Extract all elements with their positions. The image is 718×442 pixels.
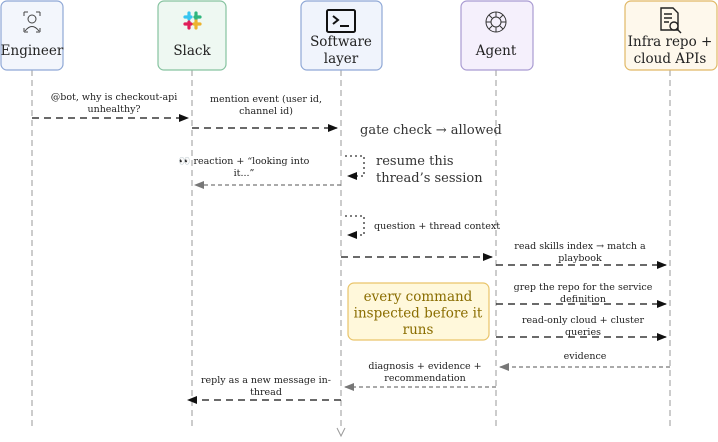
- message-question-context-label: question + thread context: [374, 221, 500, 232]
- message-reply: reply as a new message in-thread: [187, 375, 341, 404]
- note-gate-check: gate check → allowed: [360, 123, 502, 138]
- message-mention-event: mention event (user id,channel id): [192, 94, 338, 132]
- message-evidence-label: evidence: [564, 351, 607, 362]
- participant-agent[interactable]: Agent: [460, 0, 534, 71]
- participant-slack-label: Slack: [173, 43, 211, 59]
- participant-engineer-label: Engineer: [1, 43, 64, 59]
- participant-infra-label: Infra repo +cloud APIs: [628, 34, 713, 67]
- self-loop-question-context: question + thread context: [345, 215, 500, 239]
- engineer-icon: [23, 11, 41, 33]
- self-loop-question-context-path: [345, 215, 365, 239]
- message-evidence: evidence: [499, 351, 670, 371]
- participant-infra-box: [624, 0, 718, 71]
- message-diagnosis-label: diagnosis + evidence +recommendation: [368, 361, 481, 384]
- participant-engineer-box: [0, 0, 64, 71]
- lifelines: [31, 70, 671, 430]
- participant-agent-box: [460, 0, 534, 71]
- participant-slack-box: [157, 0, 227, 71]
- brain-icon: [485, 11, 507, 33]
- self-loop-resume-path: [345, 155, 365, 180]
- message-diagnosis: diagnosis + evidence +recommendation: [344, 361, 496, 391]
- participant-agent-label: Agent: [475, 43, 517, 59]
- participant-slack[interactable]: Slack: [157, 0, 227, 71]
- message-reply-label: reply as a new message in-thread: [201, 375, 331, 398]
- participant-software-box: [300, 0, 383, 71]
- terminal-icon: [326, 9, 356, 33]
- participant-infra[interactable]: Infra repo +cloud APIs: [624, 0, 718, 71]
- lifeline-end-arrow: [336, 427, 346, 438]
- message-mention-event-label: mention event (user id,channel id): [210, 94, 322, 117]
- slack-icon: [183, 11, 202, 30]
- participant-engineer[interactable]: Engineer: [0, 0, 64, 71]
- highlight-note-box: [347, 282, 490, 341]
- document-search-icon: [660, 7, 682, 34]
